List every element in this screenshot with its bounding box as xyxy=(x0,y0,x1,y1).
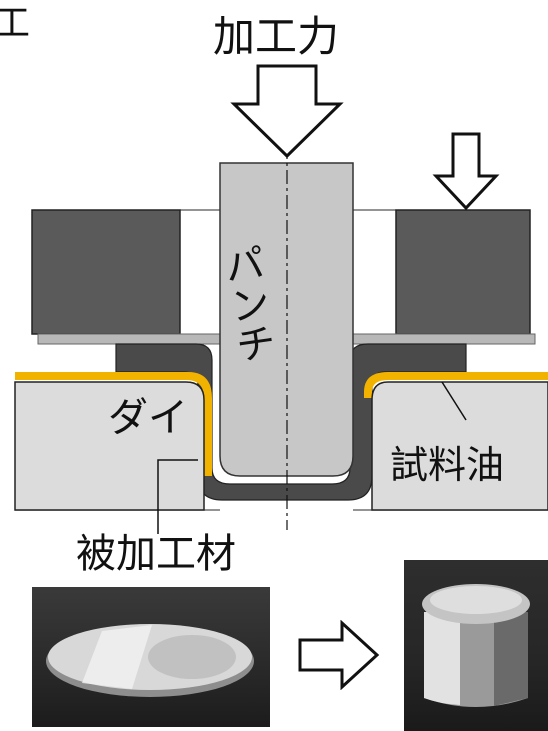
holder-pad-left xyxy=(37,333,221,345)
blank-holder-left xyxy=(31,209,181,335)
oil-layer-right xyxy=(364,372,548,398)
top-left-fragment-label: 工 xyxy=(0,3,31,44)
deep-drawing-diagram xyxy=(14,64,548,534)
workpiece-leader-line xyxy=(157,459,198,534)
die-label: ダイ xyxy=(108,395,188,441)
die-left xyxy=(14,381,205,511)
force-label: 加工力 xyxy=(213,12,340,61)
holder-pad-right xyxy=(352,333,536,345)
punch xyxy=(219,162,354,477)
lubricant-label: 試料油 xyxy=(390,443,505,487)
holder-arrow-icon xyxy=(432,132,500,211)
blank-holder-right xyxy=(395,209,531,335)
process-arrow-icon xyxy=(298,620,380,690)
blank-disc-photo xyxy=(32,587,270,727)
oil-leader-line xyxy=(441,381,467,421)
drawn-cup-photo xyxy=(404,560,548,731)
workpiece-label: 被加工材 xyxy=(76,531,236,577)
force-arrow-icon xyxy=(230,64,344,159)
